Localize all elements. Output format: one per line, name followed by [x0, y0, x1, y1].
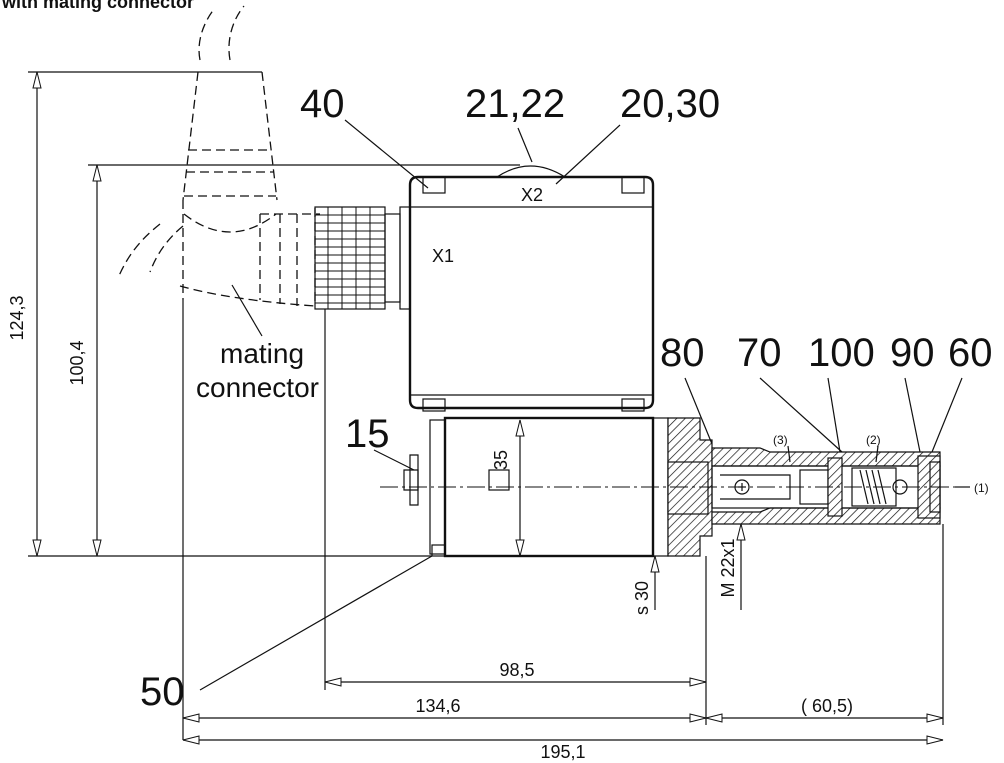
- dim-total-length: 195,1: [540, 742, 585, 762]
- dim-square: 35: [491, 450, 511, 470]
- callout-50: 50: [140, 670, 185, 714]
- callout-20-30: 20,30: [620, 82, 720, 126]
- dim-thread: M 22x1: [718, 538, 738, 597]
- dim-coil-height: 100,4: [67, 340, 87, 385]
- square-symbol: [488, 469, 510, 491]
- coil-connector: [314, 206, 411, 310]
- dim-body-length: 134,6: [415, 696, 460, 716]
- dim-coil-to-tip: 98,5: [499, 660, 534, 680]
- label-x2: X2: [521, 185, 543, 205]
- label-connector: connector: [196, 372, 319, 403]
- callout-60: 60: [948, 331, 993, 375]
- callout-15: 15: [345, 412, 390, 456]
- port-3: (3): [773, 433, 788, 447]
- port-2: (2): [866, 433, 881, 447]
- header-text: with mating connector: [1, 0, 194, 12]
- label-x1: X1: [432, 246, 454, 266]
- dim-cartridge-length: ( 60,5): [801, 696, 853, 716]
- callout-70: 70: [737, 331, 782, 375]
- callout-21-22: 21,22: [465, 82, 565, 126]
- leader-lines: [199, 119, 970, 691]
- dim-overall-height: 124,3: [7, 295, 27, 340]
- callout-40: 40: [300, 82, 345, 126]
- mating-connector-outline: [117, 5, 320, 307]
- label-mating: mating: [220, 338, 304, 369]
- dimension-lines: [28, 71, 944, 745]
- callout-100: 100: [808, 331, 875, 375]
- dim-across-flats: s 30: [632, 581, 652, 615]
- port-1: (1): [974, 481, 989, 495]
- callout-90: 90: [890, 331, 935, 375]
- callout-80: 80: [660, 331, 705, 375]
